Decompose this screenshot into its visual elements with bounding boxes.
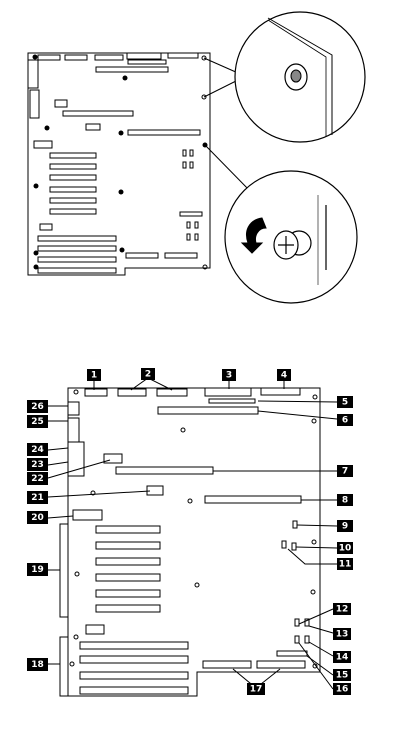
callout-box [87,369,101,381]
callout-box [247,683,265,695]
callout-box [27,415,48,428]
callout-10: 10 [337,542,353,554]
callout-box [337,396,353,408]
callout-24: 24 [27,443,48,456]
callout-number: 25 [31,417,44,427]
callout-number: 20 [31,513,44,523]
top-board-view [27,52,211,276]
bottom-board-view [59,387,321,697]
callout-box [27,563,48,576]
callout-box [333,683,351,695]
callout-26: 26 [27,400,48,413]
top-board-outline [27,52,211,276]
callout-box [337,465,353,477]
callout-3: 3 [222,369,236,381]
callout-8: 8 [337,494,353,506]
callout-7: 7 [337,465,353,477]
callout-14: 14 [333,651,351,663]
callout-box [337,558,353,570]
callout-box [333,603,351,615]
top-mounting-holes [32,54,208,270]
callout-11: 11 [337,558,353,570]
callout-16: 16 [333,683,351,695]
callout-21: 21 [27,491,48,504]
callout-box [27,400,48,413]
callout-box [27,472,48,485]
callout-number: 1 [91,371,97,381]
callout-box [277,369,291,381]
callout-number: 14 [336,653,349,663]
callout-number: 21 [31,493,44,503]
callout-number: 7 [342,467,348,477]
callout-25: 25 [27,415,48,428]
callout-23: 23 [27,458,48,471]
callout-4: 4 [277,369,291,381]
callout-5: 5 [337,396,353,408]
callout-number: 19 [31,565,44,575]
callout-box [27,491,48,504]
standoff-detail [234,11,366,143]
callout-15: 15 [333,669,351,681]
callout-box [27,511,48,524]
callout-12: 12 [333,603,351,615]
callout-box [141,368,155,380]
callout-number: 26 [31,402,44,412]
callout-number: 23 [31,460,44,470]
callout-18: 18 [27,658,48,671]
callout-1: 1 [87,369,101,381]
bottom-mounting-holes [69,389,318,669]
callout-box [222,369,236,381]
callout-13: 13 [333,628,351,640]
screw-detail [224,170,358,304]
callout-22: 22 [27,472,48,485]
callout-box [337,520,353,532]
callout-box [333,651,351,663]
callout-number: 6 [342,416,348,426]
callout-number: 2 [145,370,151,380]
callout-9: 9 [337,520,353,532]
callout-17: 17 [247,683,265,695]
callout-number: 5 [342,398,348,408]
callout-number: 22 [31,474,44,484]
callout-6: 6 [337,414,353,426]
callout-number: 10 [339,544,352,554]
callout-box [27,458,48,471]
detail-leaders [203,57,253,194]
callout-box [333,628,351,640]
callout-box [337,414,353,426]
callout-box [333,669,351,681]
rotate-arrow-icon [240,217,267,254]
callout-number: 8 [342,496,348,506]
callout-number: 15 [336,671,349,681]
callout-19: 19 [27,563,48,576]
callout-number: 17 [250,685,263,695]
callout-number: 4 [281,371,287,381]
callout-number: 9 [342,522,348,532]
callout-number: 12 [336,605,349,615]
callout-box [337,494,353,506]
callout-number: 18 [31,660,44,670]
callout-box [337,542,353,554]
callout-2: 2 [141,368,155,380]
callout-leaders [47,377,338,690]
callout-20: 20 [27,511,48,524]
callout-number: 11 [339,560,352,570]
callout-number: 3 [226,371,232,381]
callout-box [27,658,48,671]
callout-number: 16 [336,685,349,695]
callout-number: 13 [336,630,349,640]
callout-number: 24 [31,445,44,455]
callout-box [27,443,48,456]
